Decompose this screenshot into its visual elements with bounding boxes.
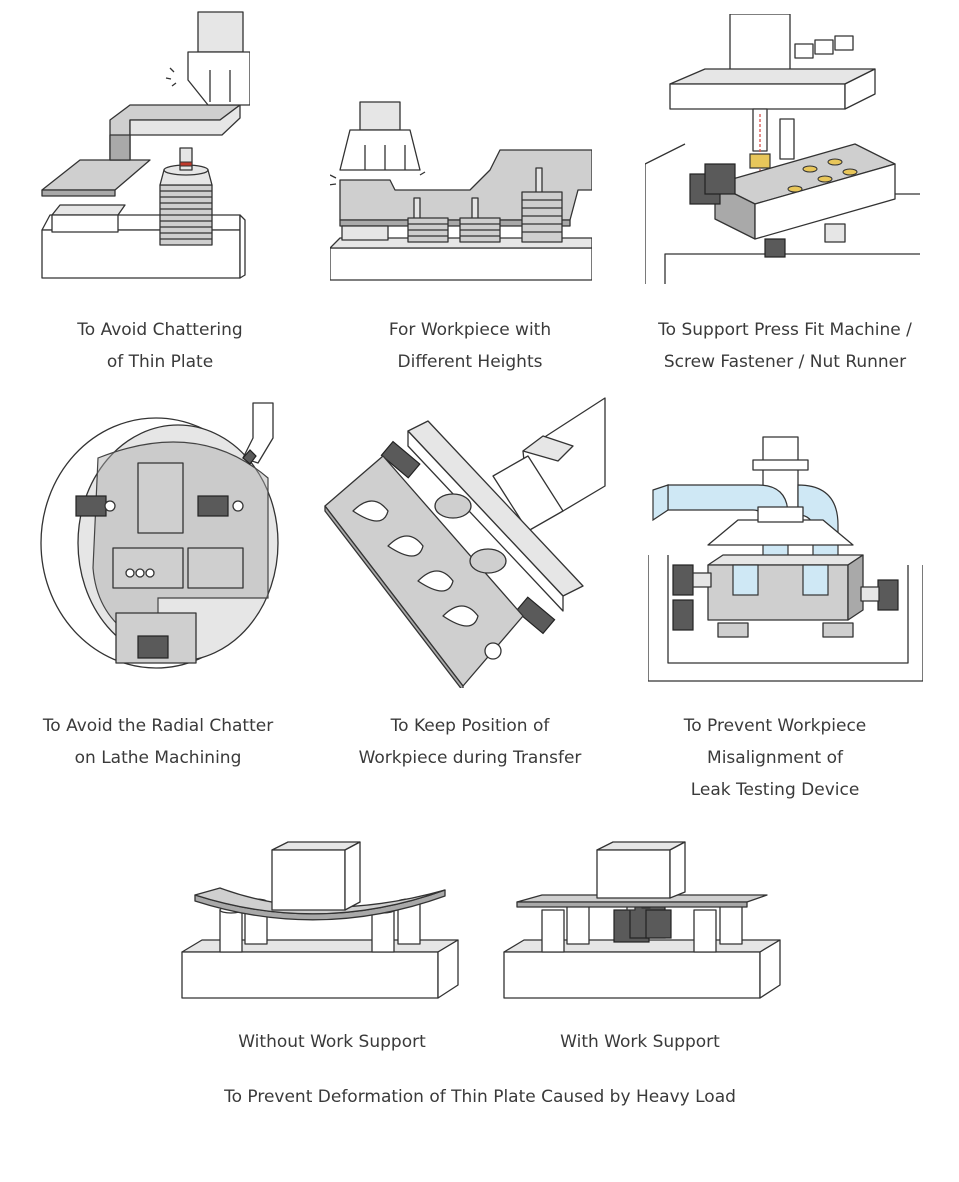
work-support-cylinder bbox=[159, 147, 213, 246]
caption-thin-plate: To Avoid Chattering of Thin Plate bbox=[40, 314, 280, 378]
caption-line: on Lathe Machining bbox=[74, 748, 242, 768]
caption-line: To Avoid the Radial Chatter bbox=[42, 716, 274, 736]
caption-line: Leak Testing Device bbox=[690, 780, 860, 800]
robot-arm bbox=[492, 397, 606, 532]
caption-leak-testing: To Prevent Workpiece Misalignment of Lea… bbox=[655, 710, 895, 806]
caption-line: Screw Fastener / Nut Runner bbox=[663, 352, 907, 372]
caption-line: To Prevent Workpiece bbox=[683, 716, 867, 736]
caption-line: Misalignment of bbox=[707, 748, 843, 768]
center-work-supports bbox=[613, 889, 672, 943]
figure-leak-testing bbox=[648, 435, 923, 683]
caption-line: of Thin Plate bbox=[106, 352, 214, 372]
figure-lathe-chuck bbox=[38, 398, 283, 673]
caption-transfer: To Keep Position of Workpiece during Tra… bbox=[340, 710, 600, 774]
caption-line: To Support Press Fit Machine / bbox=[658, 320, 912, 340]
milling-cutter-2 bbox=[330, 101, 426, 186]
press-head bbox=[669, 14, 876, 110]
caption-line: For Workpiece with bbox=[388, 320, 552, 340]
caption-with-support: With Work Support bbox=[520, 1026, 760, 1058]
work-supports-row bbox=[407, 167, 563, 243]
caption-line: With Work Support bbox=[560, 1032, 720, 1052]
caption-different-heights: For Workpiece with Different Heights bbox=[340, 314, 600, 378]
tapped-holes bbox=[787, 158, 858, 193]
caption-line: Without Work Support bbox=[238, 1032, 426, 1052]
figure-press-fit-support bbox=[645, 14, 920, 284]
caption-line: Different Heights bbox=[397, 352, 543, 372]
caption-press-fit: To Support Press Fit Machine / Screw Fas… bbox=[635, 314, 935, 378]
milling-cutter bbox=[165, 11, 250, 106]
caption-line: To Keep Position of bbox=[390, 716, 550, 736]
figure-thin-plate-chattering bbox=[40, 10, 250, 280]
caption-without-support: Without Work Support bbox=[212, 1026, 452, 1058]
caption-lathe: To Avoid the Radial Chatter on Lathe Mac… bbox=[33, 710, 283, 774]
footer-caption: To Prevent Deformation of Thin Plate Cau… bbox=[224, 1087, 736, 1107]
caption-line: To Avoid Chattering bbox=[77, 320, 243, 340]
figure-different-heights bbox=[330, 100, 592, 282]
figure-without-work-support bbox=[180, 840, 460, 1000]
cutting-tool bbox=[242, 402, 274, 465]
figure-transfer bbox=[323, 396, 608, 688]
caption-line: Workpiece during Transfer bbox=[358, 748, 582, 768]
figure-with-work-support bbox=[502, 840, 782, 1000]
cylinder-head-workpiece bbox=[324, 455, 524, 688]
